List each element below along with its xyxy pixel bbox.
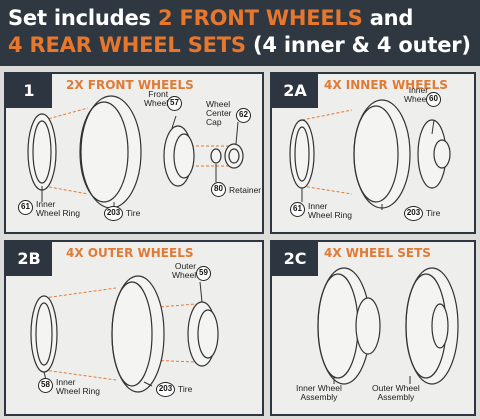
panel-badge: 1	[6, 74, 52, 108]
panel-wheel-sets: 2C 4X WHEEL SETS Inner Wheel Assembly Ou…	[270, 240, 476, 416]
outer-wheel-exploded-diagram	[30, 275, 219, 393]
callout-203: 203	[404, 206, 423, 221]
wheel-sets-diagram	[317, 267, 459, 385]
label-retainer: Retainer	[229, 185, 262, 195]
panel-badge: 2B	[6, 242, 52, 276]
rear-wheels-highlight: 4 REAR WHEEL SETS	[8, 33, 246, 57]
label-tire: Tire	[126, 208, 141, 218]
front-wheel-exploded-diagram	[27, 95, 244, 209]
callout-203: 203	[156, 382, 175, 397]
panel-badge: 2C	[272, 242, 318, 276]
panel-title: 4X INNER WHEELS	[324, 78, 448, 92]
label-inner-wheel: Inner Wheel	[404, 85, 429, 104]
label-inner-wheel-assembly: Inner Wheel Assembly	[296, 383, 342, 402]
label-tire: Tire	[178, 384, 193, 394]
front-tire-shape	[80, 95, 142, 209]
retainer-shape	[210, 148, 222, 164]
callout-59: 59	[196, 266, 211, 281]
callout-203: 203	[104, 206, 123, 221]
callout-61: 61	[18, 200, 33, 215]
panel-front-wheels: 1 2X FRONT WHEELS	[4, 72, 264, 234]
panel-title: 4X OUTER WHEELS	[66, 246, 194, 260]
panel-outer-wheels: 2B 4X OUTER WHEELS Oute	[4, 240, 264, 416]
header-line-1: Set includes 2 FRONT WHEELS and	[8, 6, 414, 30]
label-tire: Tire	[426, 208, 441, 218]
panel-title: 2X FRONT WHEELS	[66, 78, 194, 92]
callout-57: 57	[167, 96, 182, 111]
front-wheels-highlight: 2 FRONT WHEELS	[157, 6, 363, 30]
inner-wheel-exploded-diagram	[289, 99, 451, 210]
panel-badge: 2A	[272, 74, 318, 108]
panel-inner-wheels: 2A 4X INNER WHEELS Inner Wheel 60	[270, 72, 476, 234]
callout-80: 80	[211, 182, 226, 197]
header-banner: Set includes 2 FRONT WHEELS and 4 REAR W…	[0, 0, 480, 66]
label-outer-wheel-assembly: Outer Wheel Assembly	[372, 383, 420, 402]
callout-61: 61	[290, 202, 305, 217]
label-inner-wheel-ring: Inner Wheel Ring	[36, 199, 80, 218]
callout-60: 60	[426, 92, 441, 107]
panel-title: 4X WHEEL SETS	[324, 246, 431, 260]
header-line-2: 4 REAR WHEEL SETS (4 inner & 4 outer)	[8, 33, 471, 57]
label-inner-wheel-ring: Inner Wheel Ring	[308, 201, 352, 220]
callout-58: 58	[38, 378, 53, 393]
label-inner-wheel-ring: Inner Wheel Ring	[56, 377, 100, 396]
label-wheel-center-cap: Wheel Center Cap	[206, 99, 232, 127]
label-outer-wheel: Outer Wheel	[172, 261, 197, 280]
callout-62: 62	[236, 108, 251, 123]
label-front-wheel: Front Wheel	[144, 89, 169, 108]
